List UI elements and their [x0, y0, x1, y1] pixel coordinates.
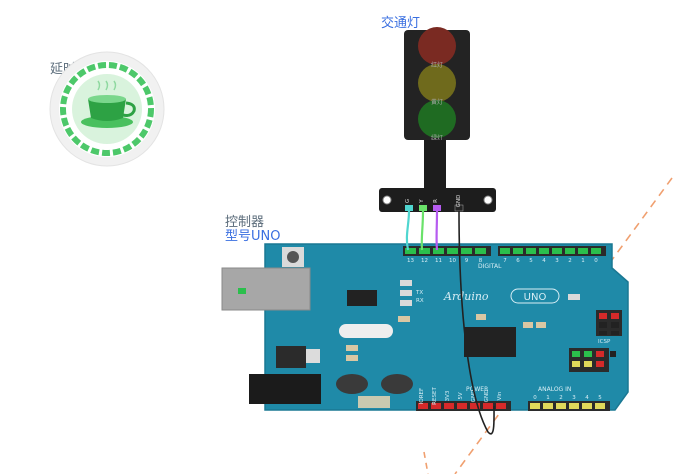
header-pin-label: 3V3	[445, 390, 451, 401]
delay-block[interactable]	[49, 51, 165, 167]
analog-header: 0 1 2 3 4 5	[528, 395, 610, 411]
digital-header-left: 13 12 11 10 9 8	[403, 246, 491, 264]
header-pin-label: RESET	[432, 387, 438, 405]
teacup-icon	[81, 80, 136, 128]
digital-header-right: 7 6 5 4 3 2 1 0	[498, 246, 606, 264]
header-pin-label: 1	[546, 395, 550, 401]
icsp-label: ICSP	[598, 339, 611, 345]
header-pin-label: 2	[559, 395, 563, 401]
header-pin[interactable]	[565, 248, 575, 254]
wire-yellow-signal[interactable]	[420, 210, 425, 251]
traffic-light-title: 交通灯	[381, 16, 421, 31]
arduino-brand-label: Arduino	[443, 290, 489, 303]
header-pin[interactable]	[418, 403, 428, 409]
pin-r-label: R	[433, 199, 439, 203]
header-pin[interactable]	[582, 403, 592, 409]
pin-gnd-label: GND	[456, 195, 462, 208]
header-pin[interactable]	[526, 248, 536, 254]
header-pin-label: IOREF	[419, 388, 425, 404]
controller-title: 控制器	[225, 215, 265, 230]
header-pin-label: 2	[568, 258, 572, 264]
header-pin-label: 0	[594, 258, 598, 264]
header-pin[interactable]	[578, 248, 588, 254]
analog-label: ANALOG IN	[538, 386, 571, 393]
header-pin-label: 4	[542, 258, 546, 264]
header-pin-label: 5	[529, 258, 533, 264]
digital-label: DIGITAL	[478, 263, 502, 270]
header-pin[interactable]	[569, 403, 579, 409]
yellow-lamp	[418, 64, 456, 102]
header-pin[interactable]	[475, 248, 486, 254]
pin-y-label: Y	[419, 199, 425, 204]
header-pin[interactable]	[552, 248, 562, 254]
header-pin-label: 3	[572, 395, 576, 401]
header-pin-label: GND	[471, 390, 477, 403]
header-pin-label: 3	[555, 258, 559, 264]
header-pin[interactable]	[496, 403, 506, 409]
header-pin[interactable]	[461, 248, 472, 254]
header-pin[interactable]	[513, 248, 523, 254]
header-pin-label: 10	[449, 258, 456, 264]
header-pin[interactable]	[470, 403, 480, 409]
header-pin-label: 5V	[458, 392, 464, 399]
header-pin[interactable]	[539, 248, 549, 254]
power-header: IOREF RESET 3V3 5V GND GND Vin	[416, 387, 511, 411]
controller-model: 型号UNO	[225, 229, 281, 244]
red-lamp-label: 红灯	[431, 61, 443, 69]
header-pin[interactable]	[500, 248, 510, 254]
pin-g-label: G	[405, 199, 411, 203]
header-pin-label: 6	[516, 258, 520, 264]
wire-gnd[interactable]	[458, 210, 495, 435]
dashed-guide-line-short	[423, 451, 429, 474]
header-pin[interactable]	[556, 403, 566, 409]
header-pin-label: 5	[598, 395, 602, 401]
header-pin[interactable]	[444, 403, 454, 409]
green-lamp	[418, 100, 456, 138]
traffic-light-module[interactable]: 红灯 黄灯 绿灯 G Y R GND	[379, 27, 496, 212]
header-pin[interactable]	[595, 403, 605, 409]
header-pin-label: 12	[421, 258, 428, 264]
header-pin-label: 9	[465, 258, 469, 264]
red-lamp	[418, 27, 456, 65]
uno-badge: UNO	[524, 292, 547, 303]
header-pin-label: 1	[581, 258, 585, 264]
arduino-uno-board[interactable]: Arduino UNO DIGITAL POWER ANALOG IN ICSP…	[221, 243, 629, 411]
atmega-chip	[464, 327, 516, 357]
header-pin[interactable]	[405, 248, 416, 254]
power-jack	[249, 374, 321, 404]
header-pin-label: 8	[479, 258, 483, 264]
header-pin[interactable]	[431, 403, 441, 409]
usb-port	[221, 267, 311, 311]
header-pin[interactable]	[591, 248, 601, 254]
header-pin-label: 4	[585, 395, 589, 401]
header-pin[interactable]	[457, 403, 467, 409]
header-pin[interactable]	[483, 403, 493, 409]
power-label: POWER	[466, 386, 488, 393]
header-pin-label: Vin	[497, 391, 503, 400]
header-pin[interactable]	[419, 248, 430, 254]
tx-label: TX	[415, 290, 423, 296]
yellow-lamp-label: 黄灯	[431, 98, 443, 106]
green-lamp-label: 绿灯	[431, 134, 443, 142]
header-pin[interactable]	[447, 248, 458, 254]
header-pin-label: 7	[503, 258, 507, 264]
header-pin[interactable]	[543, 403, 553, 409]
header-pin-label: GND	[484, 390, 490, 403]
header-pin-label: 13	[407, 258, 414, 264]
rx-label: RX	[416, 298, 424, 304]
header-pin[interactable]	[433, 248, 444, 254]
wire-green-signal[interactable]	[405, 210, 411, 251]
header-pin[interactable]	[530, 403, 540, 409]
header-pin-label: 0	[533, 395, 537, 401]
header-pin-label: 11	[435, 258, 442, 264]
